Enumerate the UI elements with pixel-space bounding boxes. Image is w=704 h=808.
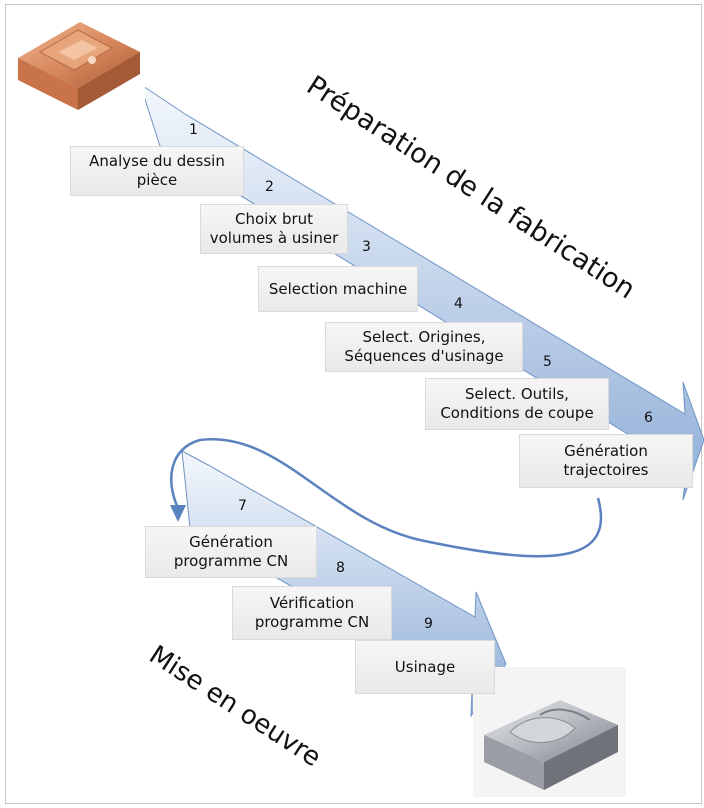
step-number-1: 1 [189,122,198,138]
step-number-3: 3 [362,239,371,255]
step-number-4: 4 [454,296,463,312]
step-box-3: Selection machine [258,266,418,312]
loop-arrowhead-icon [170,505,186,522]
step-number-5: 5 [543,354,552,370]
aluminium-part-image [473,667,626,797]
step-number-6: 6 [644,410,653,426]
step-number-7: 7 [238,498,247,514]
copper-part-image [10,8,145,113]
step-number-9: 9 [424,616,433,632]
step-number-8: 8 [336,560,345,576]
upper-flow-arrow [139,82,704,501]
step-box-5: Select. Outils,Conditions de coupe [425,378,609,430]
step-number-2: 2 [265,179,274,195]
step-box-9: Usinage [355,640,495,694]
step-box-4: Select. Origines,Séquences d'usinage [325,322,523,372]
loop-connector [170,437,603,558]
